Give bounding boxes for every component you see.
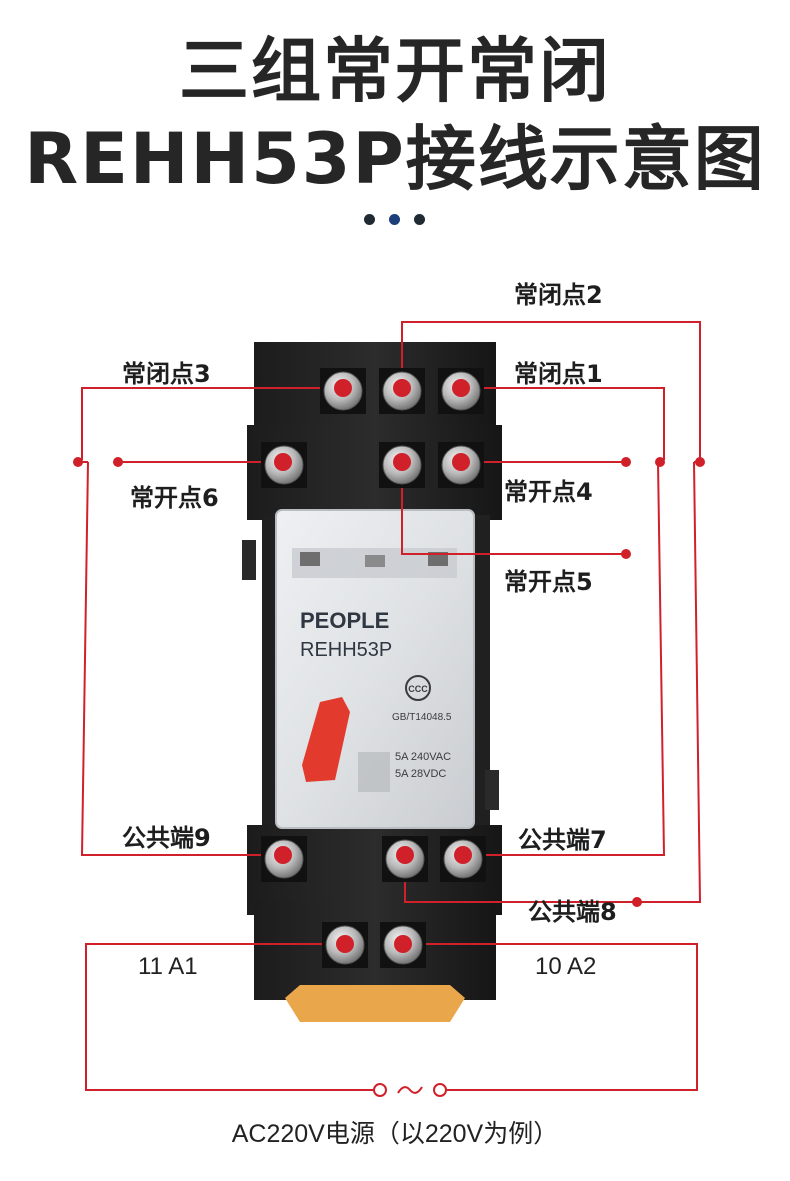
brand-text: PEOPLE <box>300 608 389 633</box>
screw-terminal-no6 <box>261 442 307 488</box>
contact <box>428 552 448 566</box>
screw-terminal-com9 <box>261 836 307 882</box>
switch-node <box>655 457 665 467</box>
power-terminal-icon <box>433 1083 447 1097</box>
label-nc3: 常闭点3 <box>122 360 211 388</box>
label-com9: 公共端9 <box>122 824 211 852</box>
power-terminals <box>373 1083 447 1097</box>
wire-a1 <box>85 943 375 1091</box>
ccc-mark-icon <box>405 675 431 701</box>
ccc-text: CCC <box>408 684 428 694</box>
side-rib <box>485 770 499 810</box>
label-no4: 常开点4 <box>504 478 593 506</box>
label-a1: 11 A1 <box>138 953 198 980</box>
label-no6: 常开点6 <box>130 484 219 512</box>
switch-node <box>73 457 83 467</box>
socket-bottom-block <box>254 900 496 1000</box>
contact <box>300 552 320 566</box>
wire-endpoints <box>73 457 705 907</box>
din-clip <box>285 985 465 1022</box>
switch-node <box>632 897 642 907</box>
screw-terminal-nc3 <box>320 368 366 414</box>
wire-com9 <box>80 461 283 856</box>
label-no5: 常开点5 <box>504 568 593 596</box>
switch-node <box>113 457 123 467</box>
wire-nc1 <box>460 387 665 460</box>
label-a2: 10 A2 <box>535 953 597 980</box>
screw-terminal-a1 <box>322 922 368 968</box>
screw-terminal-nc1 <box>438 368 484 414</box>
ac-symbol-icon <box>397 1086 423 1094</box>
screw-terminals <box>261 368 486 968</box>
wire-no5 <box>401 462 626 555</box>
screw-terminal-a2 <box>380 922 426 968</box>
title-line-2: REHH53P接线示意图 <box>24 118 766 200</box>
contact <box>365 555 385 567</box>
wire-nc3 <box>81 387 343 460</box>
wire-nc2 <box>401 321 701 462</box>
screw-terminal-nc2 <box>379 368 425 414</box>
screw-terminal-com7 <box>440 836 486 882</box>
indicator-block <box>358 752 390 792</box>
divider-dot <box>364 214 375 225</box>
standard-text: GB/T14048.5 <box>392 712 452 723</box>
switch-node <box>621 549 631 559</box>
divider-dot <box>414 214 425 225</box>
rating-ac-text: 5A 240VAC <box>395 751 451 763</box>
label-com7: 公共端7 <box>518 826 607 854</box>
side-rib <box>242 540 256 580</box>
power-caption: AC220V电源（以220V为例） <box>231 1120 559 1148</box>
label-com8: 公共端8 <box>528 898 617 926</box>
title-divider-dots <box>362 214 432 228</box>
label-nc1: 常闭点1 <box>514 360 603 388</box>
screw-terminal-no4 <box>438 442 484 488</box>
screw-terminal-com8 <box>382 836 428 882</box>
power-terminal-icon <box>373 1083 387 1097</box>
rating-dc-text: 5A 28VDC <box>395 768 446 780</box>
title-line-1: 三组常开常闭 <box>179 30 611 112</box>
switch-node <box>695 457 705 467</box>
wire-a2 <box>403 943 698 1091</box>
test-lever <box>302 697 350 782</box>
label-nc2: 常闭点2 <box>514 281 603 309</box>
relay-cover: PEOPLE REHH53P CCC GB/T14048.5 5A 240VAC… <box>275 509 475 829</box>
screw-terminal-no5 <box>379 442 425 488</box>
model-text: REHH53P <box>300 639 392 661</box>
divider-dot-accent <box>389 214 400 225</box>
switch-node <box>621 457 631 467</box>
